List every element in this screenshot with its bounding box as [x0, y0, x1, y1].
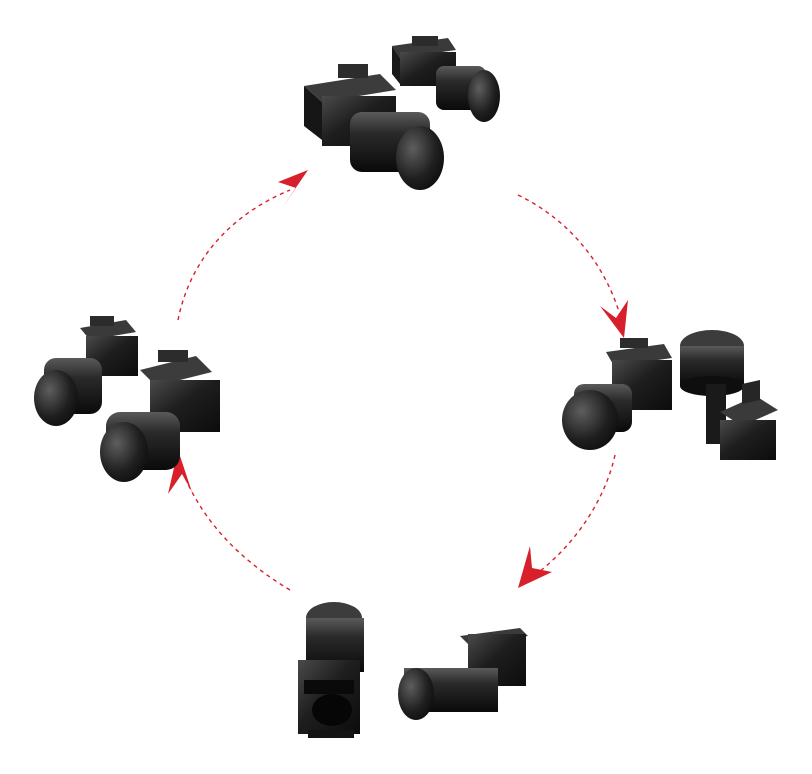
arrow-arc-bottom-to-left: [179, 464, 291, 591]
part-right-right: [680, 330, 778, 460]
arrowhead-left: [168, 450, 192, 494]
arrowhead-right: [600, 300, 628, 338]
part-bottom-l: [398, 628, 528, 720]
cycle-arrows: [177, 189, 621, 591]
arrow-arc-right-to-bottom: [534, 454, 616, 576]
arrowheads: [168, 170, 628, 588]
part-top-small: [392, 36, 500, 122]
part-right-left: [562, 338, 672, 450]
arrow-arc-left-to-top: [177, 189, 291, 321]
part-left-small: [34, 316, 138, 426]
part-pair-top: [304, 36, 500, 190]
arrowhead-top: [278, 170, 308, 208]
part-top-large: [304, 64, 444, 190]
part-pair-left: [34, 316, 220, 482]
part-pair-right: [562, 330, 778, 460]
arrow-arc-top-to-right: [517, 194, 621, 316]
part-pair-bottom: [298, 602, 528, 738]
arrowhead-bottom: [518, 546, 552, 588]
part-left-large: [100, 350, 220, 482]
part-bottom-tall: [298, 602, 364, 738]
